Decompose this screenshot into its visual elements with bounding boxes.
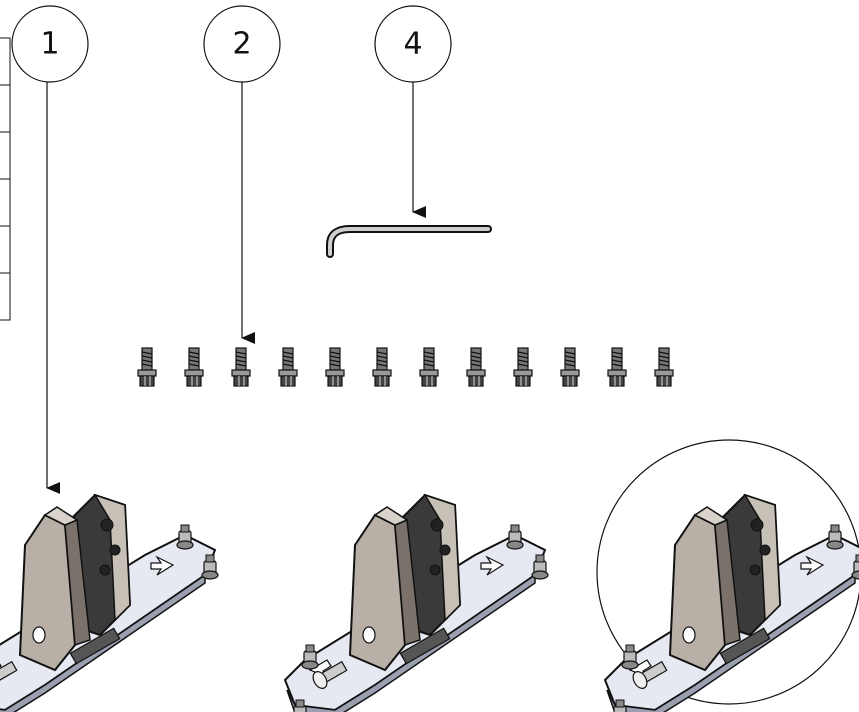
- mount-assembly-3-detail: [596, 439, 859, 712]
- screw-icon: [607, 347, 627, 387]
- screw-icon: [325, 347, 345, 387]
- mount-assemblies: [0, 439, 859, 712]
- screw-icon: [372, 347, 392, 387]
- hex-key-icon: [326, 225, 492, 258]
- balloon-2-label: 2: [232, 27, 251, 62]
- screw-icon: [231, 347, 251, 387]
- screw-icon: [466, 347, 486, 387]
- balloon-1: 1: [11, 5, 89, 83]
- balloon-4: 4: [374, 5, 452, 83]
- balloon-4-label: 4: [403, 27, 422, 62]
- bom-table-edge: [0, 37, 11, 321]
- screw-icon: [513, 347, 533, 387]
- screw-icon: [419, 347, 439, 387]
- screw-icon: [278, 347, 298, 387]
- screw-icon: [184, 347, 204, 387]
- balloon-2: 2: [203, 5, 281, 83]
- screw-row: [137, 347, 674, 387]
- mount-assembly-2: [285, 495, 548, 712]
- screw-icon: [654, 347, 674, 387]
- mount-assembly-1: [0, 495, 218, 712]
- screw-icon: [560, 347, 580, 387]
- screw-icon: [137, 347, 157, 387]
- balloon-1-label: 1: [40, 27, 59, 62]
